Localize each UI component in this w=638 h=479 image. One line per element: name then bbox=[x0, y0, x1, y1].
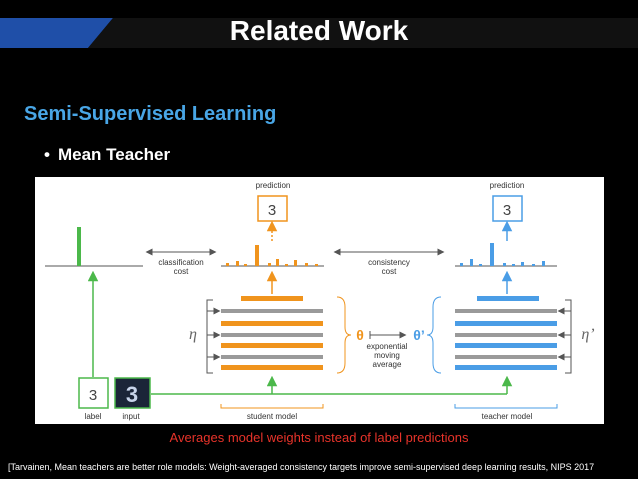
section-heading: Semi-Supervised Learning bbox=[24, 103, 277, 125]
figure-caption: Averages model weights instead of label … bbox=[169, 430, 469, 445]
teacher-model-bracket bbox=[454, 404, 558, 409]
student-distribution-bar bbox=[226, 263, 229, 266]
teacher-layer bbox=[455, 321, 557, 326]
student-distribution-bar bbox=[305, 263, 308, 266]
teacher-distribution-bar bbox=[542, 261, 545, 266]
citation: [Tarvainen, Mean teachers are better rol… bbox=[8, 462, 595, 472]
input-image-digit: 3 bbox=[126, 382, 138, 407]
bullet-dot: • bbox=[44, 145, 50, 164]
student-layer bbox=[221, 343, 323, 348]
student-model-caption: student model bbox=[247, 412, 297, 421]
teacher-distribution-bar bbox=[470, 259, 473, 266]
theta-prime-symbol: θ’ bbox=[413, 327, 424, 343]
consistency-cost-label-2: cost bbox=[382, 267, 397, 276]
teacher-prediction-box bbox=[492, 195, 523, 222]
teacher-noise-layer bbox=[455, 333, 557, 337]
classification-cost-label-2: cost bbox=[174, 267, 189, 276]
student-model-bracket bbox=[220, 404, 324, 409]
label-caption: label bbox=[85, 412, 102, 421]
teacher-distribution-bar bbox=[532, 264, 535, 266]
student-noise-layer bbox=[221, 309, 323, 313]
teacher-distribution-bar bbox=[490, 243, 494, 266]
input-caption: input bbox=[122, 412, 140, 421]
student-distribution-bar bbox=[255, 245, 259, 266]
label-value: 3 bbox=[89, 387, 97, 404]
consistency-cost-label: consistency bbox=[368, 258, 410, 267]
student-noise-layer bbox=[221, 355, 323, 359]
bullet-text: Mean Teacher bbox=[57, 145, 171, 164]
student-distribution-bar bbox=[315, 264, 318, 266]
page-title: Related Work bbox=[229, 15, 409, 46]
classification-cost-label: classification bbox=[158, 258, 203, 267]
mean-teacher-diagram: prediction prediction 3 3 classification… bbox=[45, 181, 595, 421]
teacher-noise-layer bbox=[455, 309, 557, 313]
teacher-model-caption: teacher model bbox=[482, 412, 533, 421]
student-distribution-bar bbox=[244, 264, 247, 266]
student-layer bbox=[221, 321, 323, 326]
teacher-distribution-bar bbox=[512, 264, 515, 266]
theta-symbol: θ bbox=[356, 327, 364, 343]
teacher-weights-brace bbox=[426, 296, 442, 374]
student-distribution-bar bbox=[276, 259, 279, 266]
banner-blue-tab bbox=[0, 18, 113, 48]
student-weights-brace bbox=[336, 296, 352, 374]
ema-label-3: average bbox=[373, 360, 402, 369]
student-distribution-bar bbox=[236, 261, 239, 266]
teacher-distribution-bar bbox=[479, 264, 482, 266]
eta-symbol: η bbox=[189, 326, 197, 343]
teacher-layer bbox=[455, 365, 557, 370]
student-distribution-bar bbox=[268, 263, 271, 266]
label-box bbox=[78, 377, 109, 409]
teacher-distribution-bar bbox=[460, 263, 463, 266]
teacher-layer bbox=[455, 343, 557, 348]
eta-prime-symbol: η’ bbox=[581, 326, 594, 343]
teacher-prediction-value: 3 bbox=[503, 202, 511, 219]
label-distribution-bar bbox=[77, 227, 81, 266]
teacher-distribution-bar bbox=[503, 263, 506, 266]
student-prediction-label: prediction bbox=[256, 181, 291, 190]
ema-label-2: moving bbox=[374, 351, 400, 360]
student-prediction-box bbox=[257, 195, 288, 222]
title-banner bbox=[0, 18, 638, 48]
teacher-layer-top bbox=[477, 296, 539, 301]
student-noise-layer bbox=[221, 333, 323, 337]
student-layer-top bbox=[241, 296, 303, 301]
ema-label: exponential bbox=[367, 342, 408, 351]
bullet-item: • Mean Teacher bbox=[44, 145, 170, 165]
teacher-distribution-bar bbox=[521, 262, 524, 266]
input-image bbox=[114, 377, 151, 409]
teacher-noise-bracket bbox=[565, 299, 572, 374]
banner-dark-bar bbox=[88, 18, 638, 48]
student-layer bbox=[221, 365, 323, 370]
teacher-noise-layer bbox=[455, 355, 557, 359]
student-distribution-bar bbox=[285, 264, 288, 266]
mean-teacher-figure: prediction prediction 3 3 classification… bbox=[35, 177, 604, 424]
teacher-prediction-label: prediction bbox=[490, 181, 525, 190]
student-prediction-value: 3 bbox=[268, 202, 276, 219]
student-noise-bracket bbox=[206, 299, 213, 374]
student-distribution-bar bbox=[294, 260, 297, 266]
